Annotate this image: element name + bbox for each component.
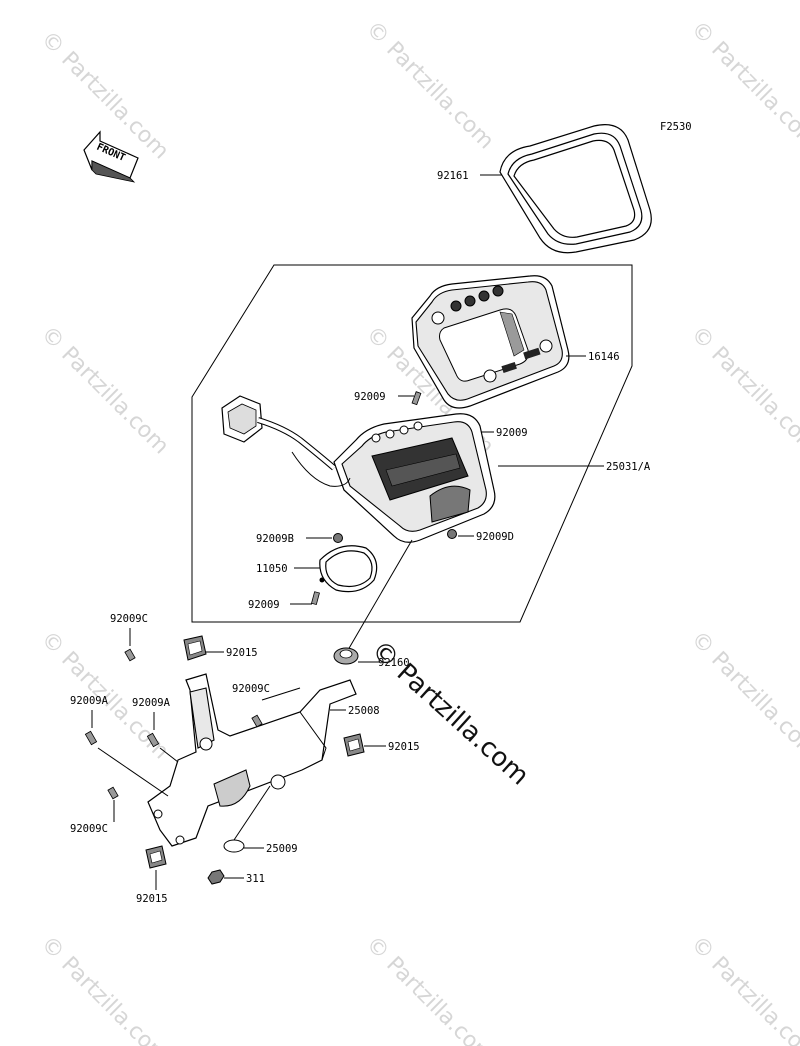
callout-25009: 25009 <box>266 843 298 855</box>
callout-92009c-1: 92009C <box>110 613 148 625</box>
callout-92161: 92161 <box>437 170 469 182</box>
front-arrow-icon: FRONT <box>83 130 139 183</box>
callout-92160: 92160 <box>378 657 410 669</box>
watermark: © Partzilla.com <box>686 627 800 765</box>
callout-25008: 25008 <box>348 705 380 717</box>
screw-icon <box>311 591 320 606</box>
callout-92009-low: 92009 <box>248 599 280 611</box>
watermark: © Partzilla.com <box>686 932 800 1046</box>
watermark: © Partzilla.com <box>36 932 174 1046</box>
callout-92015-1: 92015 <box>226 647 258 659</box>
watermark: © Partzilla.com <box>36 322 174 460</box>
connector-icon <box>221 395 351 487</box>
callout-311: 311 <box>246 873 265 885</box>
screw-icon <box>124 648 136 662</box>
screw-icon <box>251 714 263 728</box>
assembly-boundary <box>191 264 633 623</box>
screw-icon <box>411 391 422 406</box>
callout-92009a-2: 92009A <box>132 697 171 709</box>
clip-icon <box>145 845 167 869</box>
watermark: © Partzilla.com <box>361 17 499 155</box>
meter-housing <box>333 413 496 543</box>
watermark-overlay: © Partzilla.com <box>365 635 534 792</box>
callout-25031-a: 25031/A <box>606 461 651 473</box>
callout-92015-2: 92015 <box>388 741 420 753</box>
screw-icon <box>146 732 160 748</box>
gasket-11050 <box>319 545 378 593</box>
bracket-25008 <box>147 673 357 847</box>
callout-92009c-3: 92009C <box>70 823 108 835</box>
clip-icon <box>343 733 365 757</box>
meter-face-16146 <box>411 275 570 409</box>
callout-92009c-2: 92009C <box>232 683 270 695</box>
figure-code: F2530 <box>660 121 692 133</box>
screw-icon <box>84 730 98 746</box>
watermark: © Partzilla.com <box>361 932 499 1046</box>
callout-92009a-1: 92009A <box>70 695 109 707</box>
callout-92009b: 92009B <box>256 533 294 545</box>
callout-92015-3: 92015 <box>136 893 168 905</box>
washer-25009 <box>223 839 245 853</box>
watermark: © Partzilla.com <box>686 322 800 460</box>
lens-92161 <box>499 124 652 254</box>
callout-92009-top: 92009 <box>354 391 386 403</box>
callout-16146: 16146 <box>588 351 620 363</box>
callout-92009d: 92009D <box>476 531 514 543</box>
clip-icon <box>183 635 207 661</box>
callout-11050: 11050 <box>256 563 288 575</box>
nut-icon <box>207 869 225 885</box>
watermark: © Partzilla.com <box>686 17 800 155</box>
grommet-92160 <box>333 647 359 665</box>
screw-icon <box>333 533 343 543</box>
screw-icon <box>107 786 119 800</box>
callout-92009-right: 92009 <box>496 427 528 439</box>
screw-icon <box>447 529 457 539</box>
